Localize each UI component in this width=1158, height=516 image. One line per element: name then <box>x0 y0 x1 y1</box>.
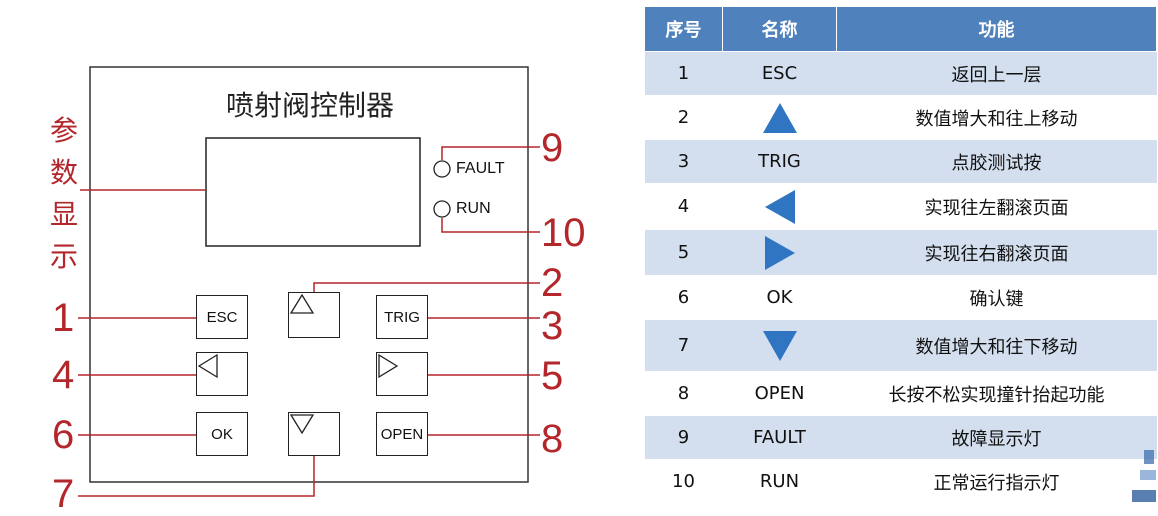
corner-decoration <box>1132 450 1156 502</box>
row-name: FAULT <box>722 415 837 460</box>
row-name: OPEN <box>722 371 837 416</box>
trig-key[interactable]: TRIG <box>376 295 428 339</box>
arrow-up-outline-icon <box>289 293 315 314</box>
diagram-lines <box>78 66 540 497</box>
up-key[interactable] <box>288 292 340 338</box>
right-key[interactable] <box>376 352 428 396</box>
row-name <box>722 95 837 140</box>
callout-4: 4 <box>52 353 75 397</box>
esc-key[interactable]: ESC <box>196 295 248 339</box>
ok-key-label: OK <box>211 425 233 443</box>
open-key-label: OPEN <box>380 425 424 443</box>
row-seq: 3 <box>644 139 723 184</box>
left-key[interactable] <box>196 352 248 396</box>
row-name: RUN <box>722 459 837 504</box>
row-name <box>722 183 837 230</box>
leader-10 <box>441 218 540 233</box>
lcd-display <box>205 137 421 247</box>
key-function-table: 序号 名称 功能 1 ESC 返回上一层 2 数值增大和往上移动 3 TRIG … <box>644 6 1157 504</box>
row-function: 数值增大和往下移动 <box>836 319 1157 372</box>
row-seq: 6 <box>644 275 723 320</box>
fault-label: FAULT <box>456 160 505 177</box>
row-seq: 8 <box>644 371 723 416</box>
param-display-char-4: 示 <box>49 240 78 273</box>
row-name <box>722 319 837 372</box>
header-seq: 序号 <box>644 6 723 52</box>
row-seq: 9 <box>644 415 723 460</box>
callout-5: 5 <box>541 354 564 398</box>
row-function: 返回上一层 <box>836 51 1157 96</box>
row-function: 故障显示灯 <box>836 415 1157 460</box>
leader-7 <box>78 456 315 497</box>
triangle-up-icon <box>762 102 797 133</box>
leader-9 <box>441 146 540 160</box>
row-seq: 1 <box>644 51 723 96</box>
row-function: 实现往左翻滚页面 <box>836 183 1157 230</box>
down-key[interactable] <box>288 412 340 456</box>
table-header-row: 序号 名称 功能 <box>644 6 1157 52</box>
arrow-left-outline-icon <box>197 353 218 379</box>
callout-1: 1 <box>52 296 75 340</box>
row-function: 数值增大和往上移动 <box>836 95 1157 140</box>
callout-10: 10 <box>541 211 586 255</box>
row-seq: 2 <box>644 95 723 140</box>
row-function: 实现往右翻滚页面 <box>836 229 1157 276</box>
param-display-char-1: 参 <box>49 114 78 147</box>
table-row: 2 数值增大和往上移动 <box>644 95 1157 140</box>
row-name <box>722 229 837 276</box>
controller-diagram: 喷射阀控制器 参 数 显 示 FAULT RUN ESC TRIG OK OPE… <box>49 66 586 516</box>
leader-2 <box>313 282 540 292</box>
param-display-char-2: 数 <box>49 156 78 189</box>
table-row: 3 TRIG 点胶测试按 <box>644 139 1157 184</box>
row-seq: 10 <box>644 459 723 504</box>
triangle-right-icon <box>764 235 795 270</box>
triangle-down-icon <box>762 330 797 361</box>
trig-key-label: TRIG <box>384 308 420 326</box>
row-function: 正常运行指示灯 <box>836 459 1157 504</box>
run-label: RUN <box>456 200 491 217</box>
row-name: TRIG <box>722 139 837 184</box>
table-row: 5 实现往右翻滚页面 <box>644 229 1157 276</box>
panel-outline <box>89 66 529 483</box>
table-row: 9 FAULT 故障显示灯 <box>644 415 1157 460</box>
open-key[interactable]: OPEN <box>376 412 428 456</box>
controller-title: 喷射阀控制器 <box>225 89 394 122</box>
row-seq: 5 <box>644 229 723 276</box>
callout-8: 8 <box>541 417 564 461</box>
table-row: 10 RUN 正常运行指示灯 <box>644 459 1157 504</box>
triangle-left-icon <box>764 189 795 224</box>
table-row: 1 ESC 返回上一层 <box>644 51 1157 96</box>
fault-led <box>433 160 451 178</box>
row-name: OK <box>722 275 837 320</box>
callout-9: 9 <box>541 126 564 170</box>
arrow-down-outline-icon <box>289 414 315 435</box>
table-row: 8 OPEN 长按不松实现撞针抬起功能 <box>644 371 1157 416</box>
run-led <box>433 200 451 218</box>
header-name: 名称 <box>722 6 837 52</box>
table-row: 4 实现往左翻滚页面 <box>644 183 1157 230</box>
callout-2: 2 <box>541 261 564 305</box>
row-function: 长按不松实现撞针抬起功能 <box>836 371 1157 416</box>
row-function: 确认键 <box>836 275 1157 320</box>
callout-6: 6 <box>52 413 75 457</box>
row-name: ESC <box>722 51 837 96</box>
arrow-right-outline-icon <box>378 353 399 379</box>
row-seq: 4 <box>644 183 723 230</box>
header-function: 功能 <box>836 6 1157 52</box>
table-row: 7 数值增大和往下移动 <box>644 319 1157 372</box>
esc-key-label: ESC <box>206 308 238 326</box>
row-function: 点胶测试按 <box>836 139 1157 184</box>
row-seq: 7 <box>644 319 723 372</box>
table-row: 6 OK 确认键 <box>644 275 1157 320</box>
callout-3: 3 <box>541 304 564 348</box>
callout-7: 7 <box>52 472 75 516</box>
param-display-char-3: 显 <box>49 198 78 231</box>
ok-key[interactable]: OK <box>196 412 248 456</box>
